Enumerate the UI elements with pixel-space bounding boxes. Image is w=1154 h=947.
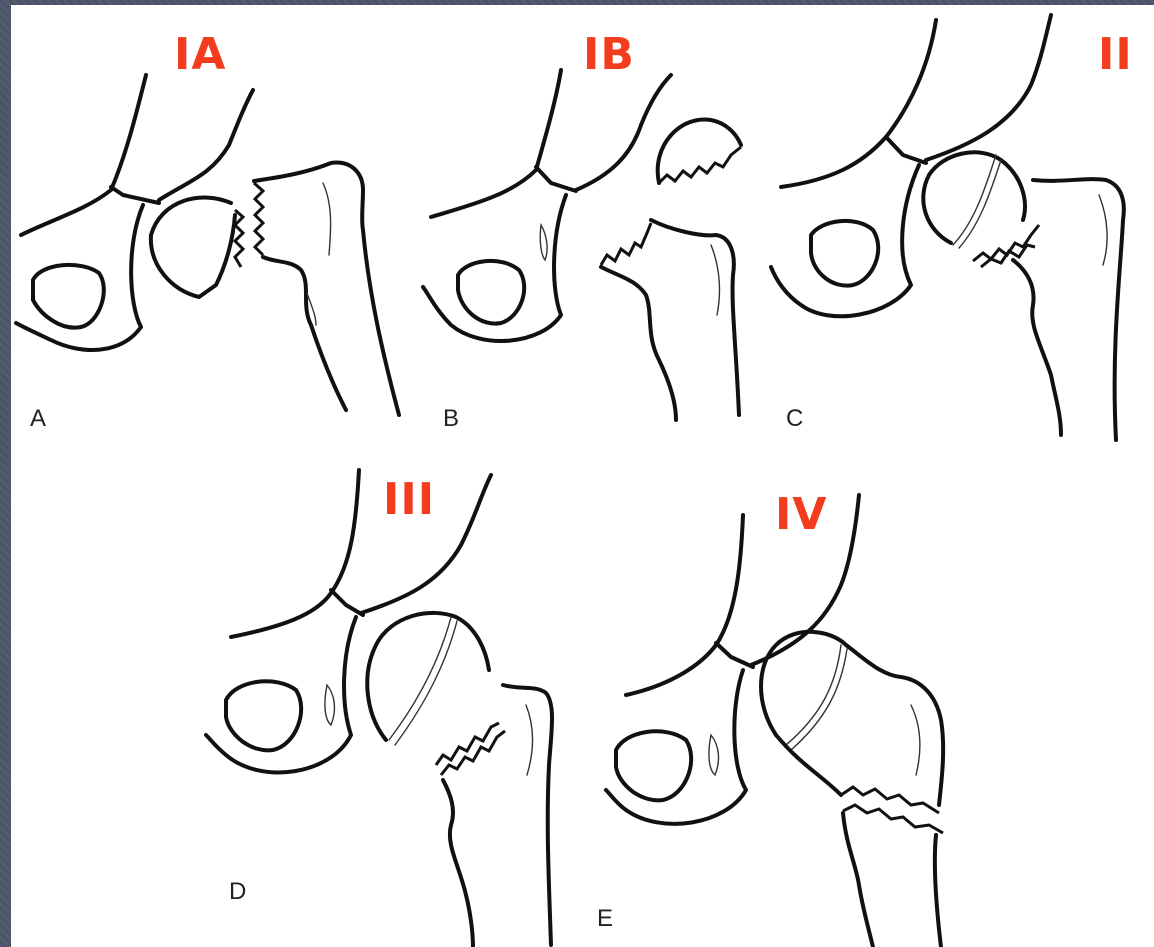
panel-a-triradiate	[111, 187, 159, 203]
panel-c-acetabulum-roof	[926, 15, 1051, 160]
panel-c-pelvis-upper	[781, 20, 936, 187]
panel-b-trochanter-detail	[711, 245, 719, 315]
panel-e-lateral-shaft	[935, 835, 941, 947]
panel-b-pelvis-upper	[431, 70, 561, 217]
panel-d-trochanter-detail	[526, 705, 533, 775]
diagram-canvas: IA IB II III IV A B C D E	[11, 5, 1154, 947]
panel-e-trochanter-detail	[911, 705, 920, 775]
panel-e-medial-neck	[776, 735, 841, 795]
panel-e-obturator	[616, 731, 691, 800]
panel-d-foramen-detail	[325, 685, 335, 725]
panel-a-lateral-shaft	[363, 230, 399, 415]
panel-a-acetabulum-roof	[159, 90, 253, 200]
panel-e-medial-shaft	[843, 813, 873, 947]
panel-b-medial-shaft	[601, 267, 676, 420]
panel-d-drawing	[206, 470, 552, 947]
panel-letter-c: C	[786, 407, 803, 431]
panel-letter-b: B	[443, 407, 459, 431]
panel-letter-e: E	[597, 907, 613, 931]
panel-c-ischium	[771, 165, 919, 316]
panel-b-drawing	[423, 70, 741, 420]
panel-a-fracture-line-neck	[254, 183, 263, 255]
panel-b-triradiate	[536, 167, 576, 191]
panel-d-pelvis-upper	[231, 470, 359, 637]
panel-e-fracture-line-1	[841, 787, 939, 813]
panel-c-femoral-head	[923, 152, 1025, 243]
panel-e-fracture-line-2	[843, 805, 943, 833]
panel-d-lateral-femur	[503, 685, 552, 945]
panel-c-triradiate	[886, 137, 926, 163]
hip-fracture-diagrams	[11, 5, 1154, 947]
panel-a-drawing	[16, 75, 399, 415]
panel-d-obturator	[226, 681, 301, 750]
panel-e-triradiate	[716, 643, 753, 667]
panel-b-obturator	[458, 261, 524, 324]
stage-label-ia: IA	[174, 33, 226, 77]
panel-b-head-fragment	[658, 119, 741, 183]
panel-b-fracture-line-neck	[601, 223, 651, 265]
panel-a-trochanter-detail	[323, 183, 331, 255]
panel-e-pelvis-upper	[626, 515, 743, 695]
panel-c-obturator	[811, 221, 878, 286]
panel-d-medial-shaft	[443, 780, 473, 947]
stage-label-ib: IB	[583, 33, 635, 77]
panel-a-greater-trochanter	[254, 163, 363, 230]
panel-e-physis-line-2	[791, 649, 847, 750]
panel-d-physis-line-1	[389, 617, 451, 740]
panel-a-femoral-head	[151, 198, 235, 297]
stage-label-iii: III	[383, 478, 435, 522]
panel-c-drawing	[771, 15, 1124, 440]
panel-b-ischium	[423, 195, 566, 341]
panel-letter-d: D	[229, 880, 246, 904]
panel-c-physis-line-1	[953, 155, 996, 245]
panel-c-trochanter-detail	[1099, 195, 1107, 265]
panel-letter-a: A	[30, 407, 46, 431]
panel-d-triradiate	[331, 590, 363, 615]
panel-a-medial-shaft	[263, 257, 346, 410]
panel-b-fracture-line-head	[659, 147, 741, 183]
panel-c-medial-shaft	[1013, 260, 1061, 435]
panel-c-lateral-femur	[1033, 179, 1124, 440]
panel-e-physis-line-1	[786, 645, 841, 745]
panel-b-lateral-femur	[651, 220, 739, 415]
stage-label-iv: IV	[775, 493, 827, 537]
panel-a-obturator	[33, 265, 104, 328]
panel-a-pelvis-upper	[21, 75, 146, 235]
panel-c-physis-line-2	[959, 160, 1001, 248]
stage-label-ii: II	[1098, 33, 1133, 77]
panel-e-drawing	[606, 495, 943, 947]
panel-e-foramen-detail	[709, 735, 719, 775]
panel-b-foramen-detail	[540, 225, 547, 260]
